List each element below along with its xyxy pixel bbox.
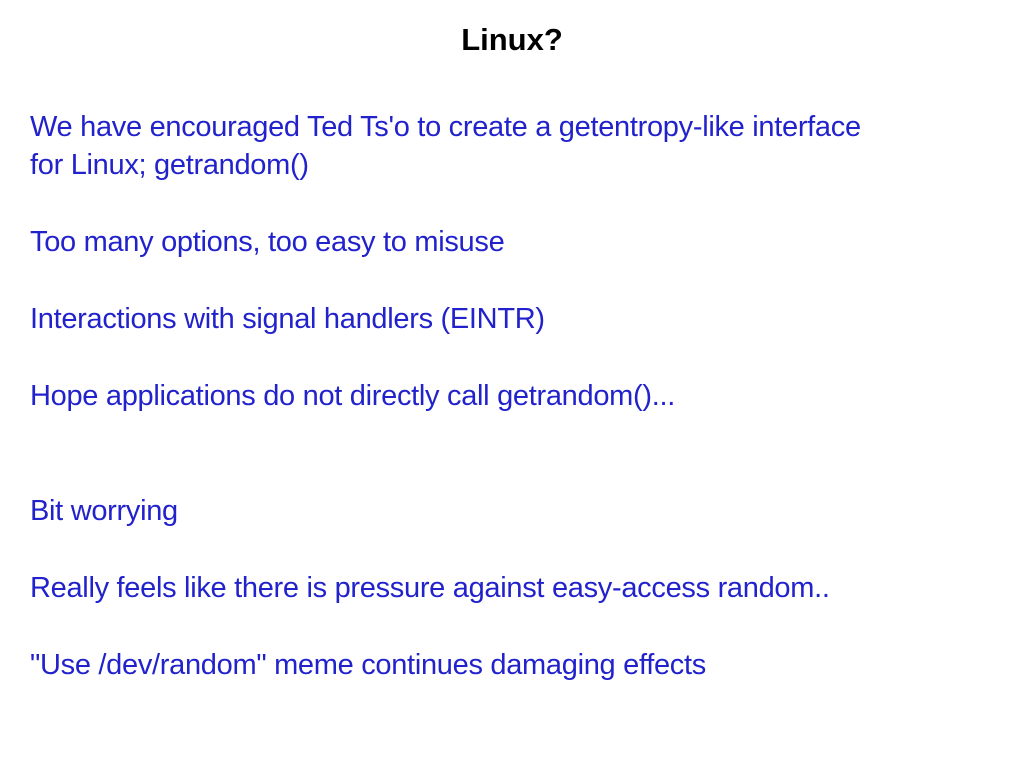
slide-text-line: Hope applications do not directly call g… [30, 380, 675, 412]
slide-text-line: "Use /dev/random" meme continues damagin… [30, 649, 706, 681]
slide-title: Linux? [461, 22, 563, 57]
slide-text-line: Interactions with signal handlers (EINTR… [30, 303, 545, 335]
slide-text-line: for Linux; getrandom() [30, 149, 309, 181]
slide-text-line: Too many options, too easy to misuse [30, 226, 505, 258]
slide-text-line: We have encouraged Ted Ts'o to create a … [30, 111, 861, 143]
slide-text-line: Really feels like there is pressure agai… [30, 572, 830, 604]
slide-text-line: Bit worrying [30, 495, 178, 527]
